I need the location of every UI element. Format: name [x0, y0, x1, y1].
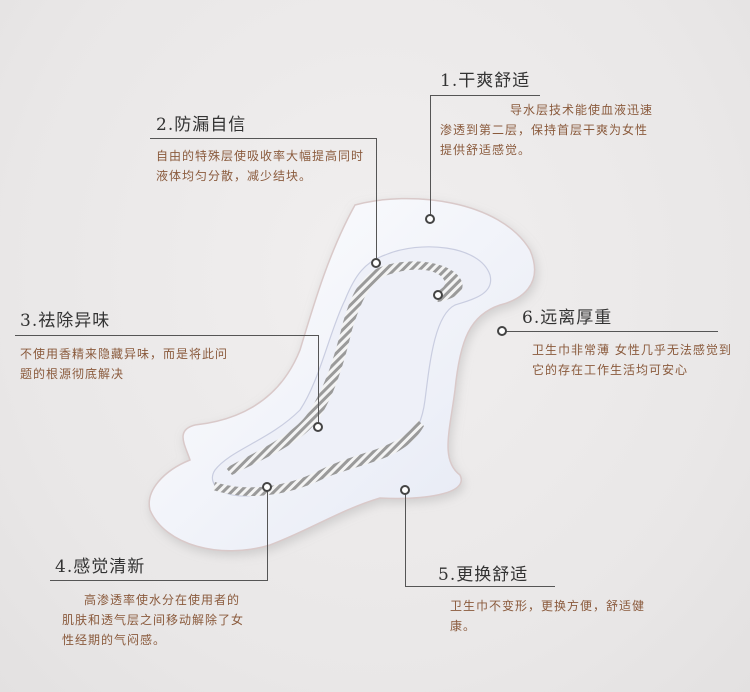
callout-line-1-vertical: [430, 95, 431, 220]
callout-line-5-horizontal: [405, 586, 555, 587]
callout-line-6-horizontal: [503, 331, 718, 332]
feature-2-title: 2.防漏自信: [156, 110, 246, 135]
feature-2-desc: 自由的特殊层使吸收率大幅提高同时液体均匀分散，减少结块。: [156, 146, 376, 186]
callout-line-3-horizontal: [15, 335, 319, 336]
feature-1-desc: 导水层技术能使血液迅速渗透到第二层，保持首层干爽为女性提供舒适感觉。: [440, 100, 660, 160]
feature-4-desc: 高渗透率使水分在使用者的肌肤和透气层之间移动解除了女性经期的气闷感。: [62, 590, 247, 650]
feature-6-title: 6.远离厚重: [522, 303, 612, 328]
feature-3-title: 3.祛除异味: [20, 306, 110, 331]
callout-line-4-vertical: [267, 488, 268, 581]
callout-dot-1: [425, 214, 435, 224]
feature-3-desc: 不使用香精来隐藏异味，而是将此问题的根源彻底解决: [20, 344, 235, 384]
callout-dot-3: [313, 422, 323, 432]
callout-line-3-vertical: [318, 335, 319, 428]
callout-dot-6: [497, 326, 507, 336]
feature-4-title: 4.感觉清新: [55, 552, 145, 577]
feature-5-desc: 卫生巾不变形，更换方便，舒适健康。: [450, 596, 645, 636]
feature-1-title: 1.干爽舒适: [440, 66, 530, 91]
callout-line-2-horizontal: [150, 138, 376, 139]
callout-line-1-horizontal: [430, 95, 540, 96]
callout-dot-4: [262, 482, 272, 492]
callout-line-5-vertical: [405, 492, 406, 586]
callout-line-4-horizontal: [50, 580, 268, 581]
callout-dot-2: [371, 258, 381, 268]
callout-line-2-vertical: [376, 138, 377, 264]
feature-5-title: 5.更换舒适: [438, 560, 528, 585]
callout-dot-center: [433, 290, 443, 300]
callout-dot-5: [400, 485, 410, 495]
feature-6-desc: 卫生巾非常薄 女性几乎无法感觉到它的存在工作生活均可安心: [532, 340, 732, 380]
